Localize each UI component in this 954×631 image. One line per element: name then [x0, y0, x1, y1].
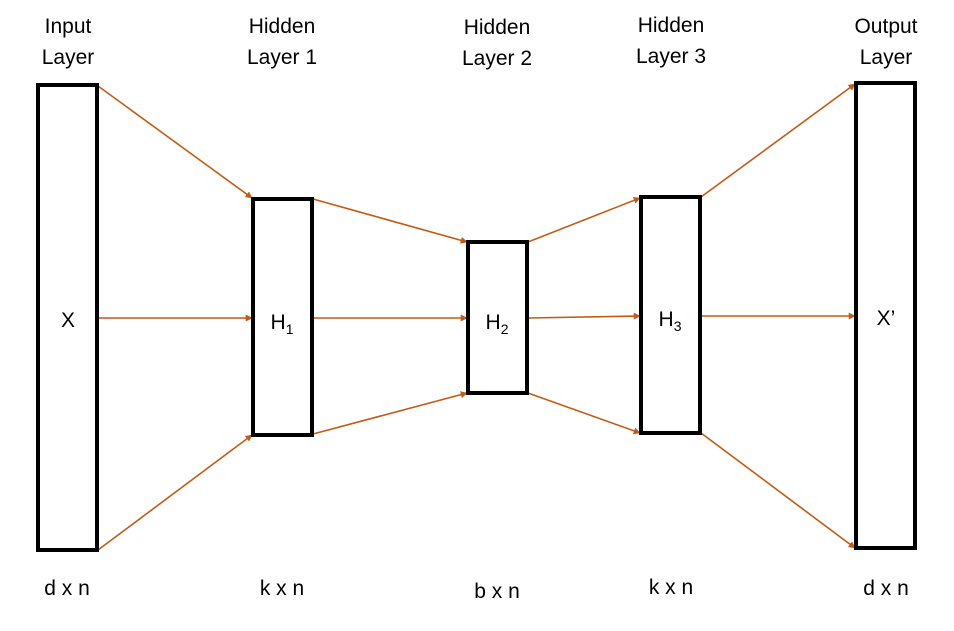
arrow-h2-to-h3-mid — [527, 312, 641, 320]
hidden-layer-1-dims-label: k x n — [260, 577, 304, 600]
h3-node-label: H3 — [659, 308, 682, 334]
hidden-layer-1-title: Hidden — [249, 15, 316, 38]
hidden-layer-2-title-line2: Layer 2 — [462, 47, 532, 70]
arrow-h1-to-h2-top — [312, 198, 468, 244]
arrow-h3-to-output-bottom — [700, 432, 856, 549]
hidden-layer-2-title: Hidden — [464, 16, 531, 39]
arrow-input-to-h1-bottom — [97, 434, 253, 551]
h2-node-label: H2 — [486, 311, 509, 337]
hidden-layer-2-dims-label: b x n — [474, 580, 520, 603]
input-dims-label: d x n — [44, 577, 90, 600]
arrow-input-to-h1-top — [97, 85, 253, 199]
input-node-label: X — [61, 309, 75, 332]
hidden-layer-3-box — [639, 195, 702, 435]
arrow-h3-to-output-top — [700, 83, 856, 198]
hidden-layer-2-box — [466, 240, 529, 395]
hidden-layer-3-dims-label: k x n — [649, 576, 693, 599]
arrow-h2-to-h3-top — [527, 197, 641, 243]
hidden-layer-3-title: Hidden — [638, 14, 705, 37]
input-layer-title: Input — [45, 15, 92, 38]
input-layer-box — [36, 83, 99, 552]
input-layer-title-line2: Layer — [42, 46, 95, 69]
hidden-layer-1-box — [251, 197, 314, 437]
hidden-layer-3-title-line2: Layer 3 — [636, 45, 706, 68]
output-dims-label: d x n — [863, 577, 909, 600]
arrow-h2-to-h3-bottom — [527, 392, 641, 435]
output-layer-box — [854, 81, 917, 550]
output-layer-title: Output — [854, 15, 917, 38]
output-node-label: X’ — [877, 307, 896, 330]
h1-node-label: H1 — [271, 311, 294, 337]
arrow-h1-to-h2-bottom — [312, 391, 468, 435]
hidden-layer-1-title-line2: Layer 1 — [247, 46, 317, 69]
output-layer-title-line2: Layer — [860, 46, 913, 69]
